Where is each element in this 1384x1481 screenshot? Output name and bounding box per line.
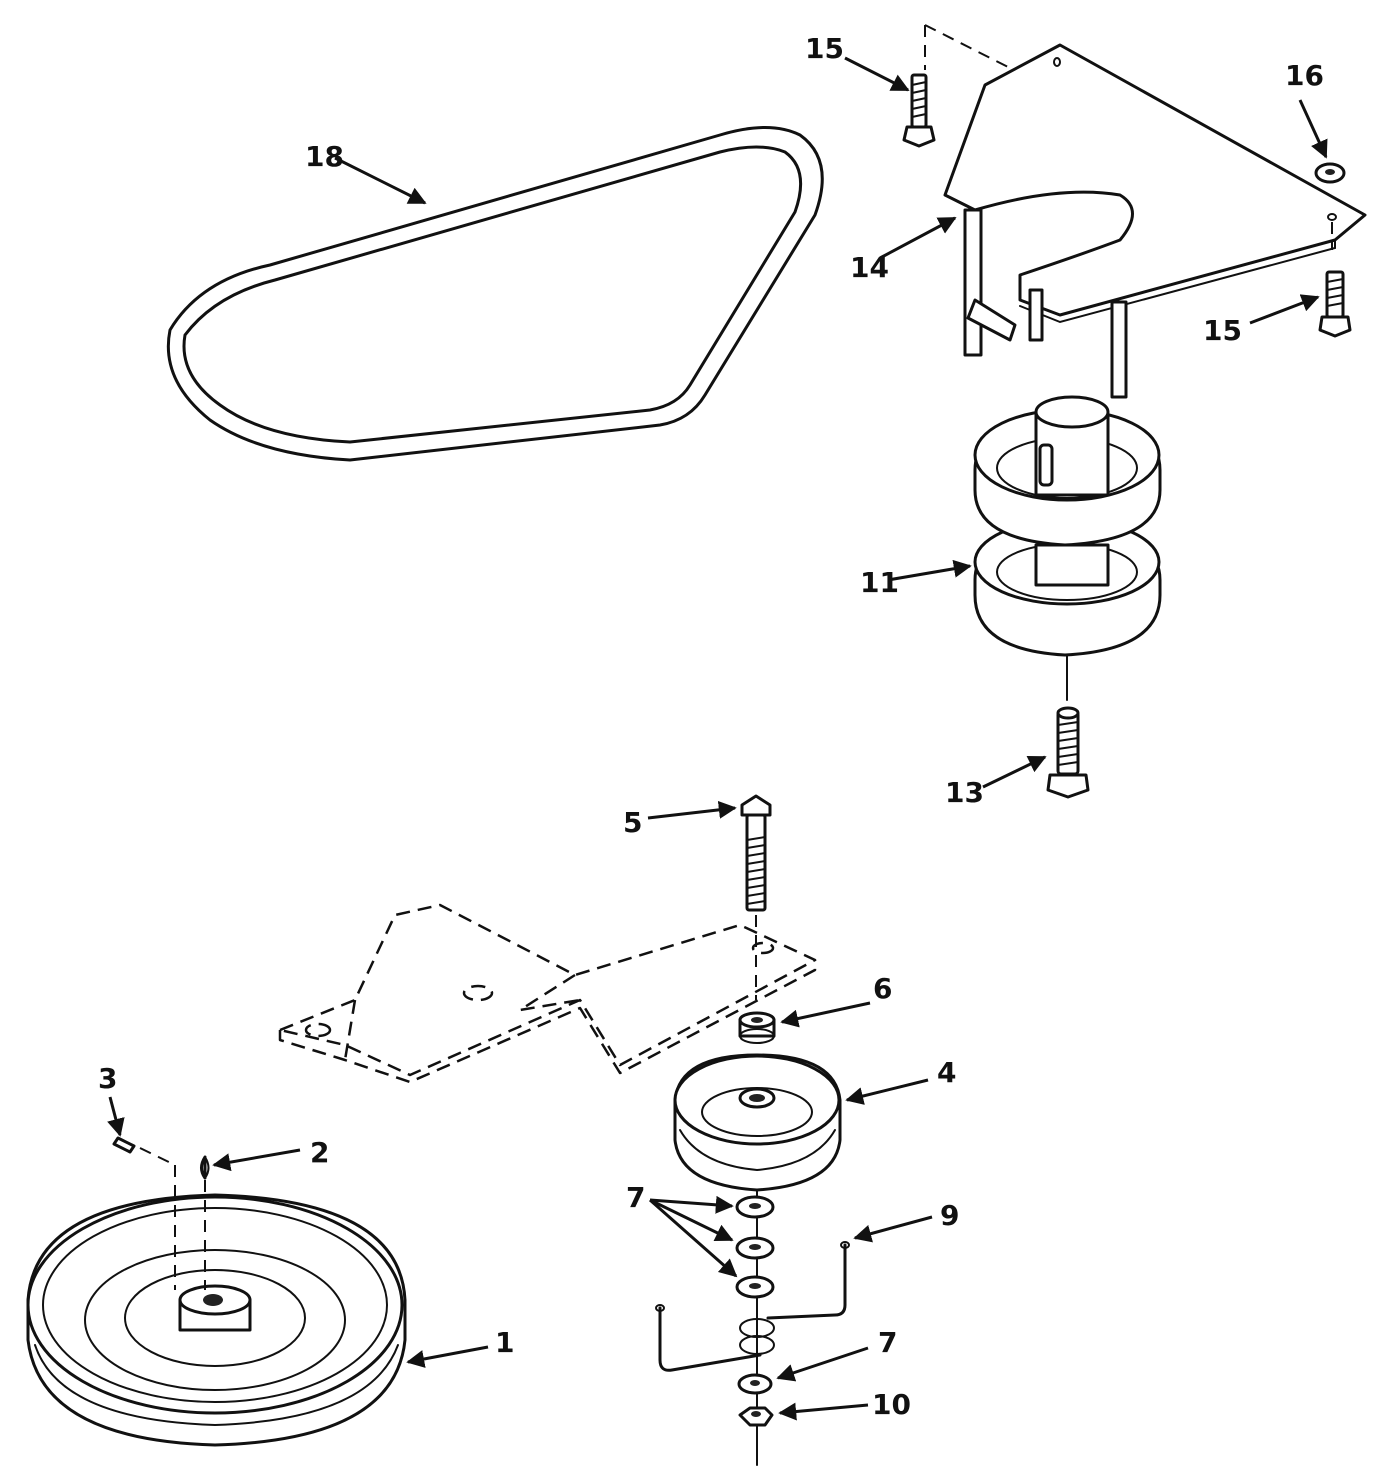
leader-1 [406,1345,489,1368]
lock-nut [1314,162,1346,184]
bolt-right [1318,270,1352,338]
bracket-hole-2 [1327,213,1337,221]
callout-4: 4 [937,1056,956,1089]
bracket-leg-1 [1028,288,1044,342]
bracket-leg-2 [1110,300,1128,399]
callout-labels: 18 15 16 14 15 11 13 5 6 4 7 9 7 10 1 2 … [98,32,1324,1421]
callout-7-bottom: 7 [878,1326,897,1359]
spacer [738,1011,776,1044]
leader-9 [853,1215,933,1243]
leader-5 [647,800,737,820]
leader-4 [845,1078,929,1105]
callout-3: 3 [98,1062,117,1095]
leader-2 [212,1148,301,1172]
bracket-arm [963,208,983,357]
bracket-tab [966,298,1017,342]
washer-stack [735,1189,775,1466]
leader-10 [778,1402,869,1421]
callout-7-top: 7 [626,1181,645,1214]
large-pulley [26,1147,407,1447]
leader-7a-3 [649,1198,738,1278]
bolt-top [902,73,936,148]
idler-bracket [924,24,1367,399]
leader-7a-1 [649,1195,734,1214]
leader-16 [1298,99,1328,159]
callout-16: 16 [1285,59,1324,92]
idler-pulley [673,1053,842,1192]
callout-9: 9 [940,1199,959,1232]
callout-18: 18 [305,140,344,173]
leader-11 [887,559,972,582]
callout-6: 6 [873,972,892,1005]
callout-13: 13 [945,776,984,809]
callout-5: 5 [623,806,642,839]
callout-14: 14 [850,251,889,284]
pulley-bolt [1046,706,1090,799]
callout-1: 1 [495,1326,514,1359]
leader-18 [334,156,427,205]
callout-11: 11 [860,566,899,599]
leader-6 [780,1001,871,1028]
v-belt [166,126,824,462]
leader-7b [776,1346,869,1382]
leader-14 [879,216,957,260]
callout-10: 10 [872,1388,911,1421]
bracket-hole-1 [1053,57,1061,67]
callout-15-right: 15 [1203,314,1242,347]
leader-15-right [1249,294,1320,325]
support-bracket-dashed [278,903,817,1084]
callout-15-top: 15 [805,32,844,65]
leader-7a-2 [649,1198,734,1242]
leader-lines [107,56,1328,1421]
set-screw [112,1136,136,1154]
leader-15-top [844,56,910,92]
leader-3 [107,1096,125,1137]
long-bolt [740,794,772,1000]
callout-2: 2 [310,1136,329,1169]
woodruff-key [200,1155,210,1180]
leader-13 [982,755,1047,789]
hex-nut [738,1406,774,1427]
double-pulley [973,395,1162,701]
spring-rod [655,1241,850,1372]
